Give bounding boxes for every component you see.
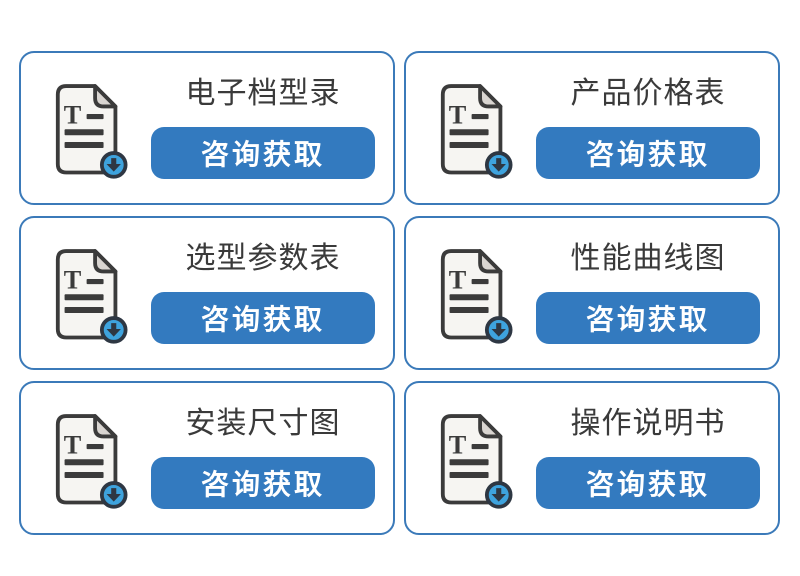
card-title: 安装尺寸图 <box>185 407 341 440</box>
inquire-button[interactable]: 咨询获取 <box>536 292 760 344</box>
inquire-button[interactable]: 咨询获取 <box>536 457 760 509</box>
document-download-icon <box>436 81 514 181</box>
document-download-icon <box>436 246 514 346</box>
download-card-grid: 电子档型录 咨询获取 产品价格表 咨询获取 选型参数表 咨询获取 性能曲线图 咨… <box>19 51 780 535</box>
download-card: 性能曲线图 咨询获取 <box>404 216 780 370</box>
download-card: 操作说明书 咨询获取 <box>404 381 780 535</box>
inquire-button[interactable]: 咨询获取 <box>151 457 375 509</box>
card-title: 选型参数表 <box>185 242 341 275</box>
card-title: 电子档型录 <box>185 77 341 110</box>
download-card: 选型参数表 咨询获取 <box>19 216 395 370</box>
download-card: 产品价格表 咨询获取 <box>404 51 780 205</box>
document-download-icon <box>51 246 129 346</box>
inquire-button[interactable]: 咨询获取 <box>536 127 760 179</box>
document-download-icon <box>436 411 514 511</box>
card-content: 电子档型录 咨询获取 <box>151 77 375 179</box>
card-content: 操作说明书 咨询获取 <box>536 407 760 509</box>
card-content: 选型参数表 咨询获取 <box>151 242 375 344</box>
document-download-icon <box>51 411 129 511</box>
card-content: 安装尺寸图 咨询获取 <box>151 407 375 509</box>
card-title: 操作说明书 <box>570 407 726 440</box>
card-content: 产品价格表 咨询获取 <box>536 77 760 179</box>
card-title: 性能曲线图 <box>570 242 726 275</box>
download-card: 安装尺寸图 咨询获取 <box>19 381 395 535</box>
inquire-button[interactable]: 咨询获取 <box>151 292 375 344</box>
download-card: 电子档型录 咨询获取 <box>19 51 395 205</box>
card-title: 产品价格表 <box>570 77 726 110</box>
document-download-icon <box>51 81 129 181</box>
card-content: 性能曲线图 咨询获取 <box>536 242 760 344</box>
inquire-button[interactable]: 咨询获取 <box>151 127 375 179</box>
